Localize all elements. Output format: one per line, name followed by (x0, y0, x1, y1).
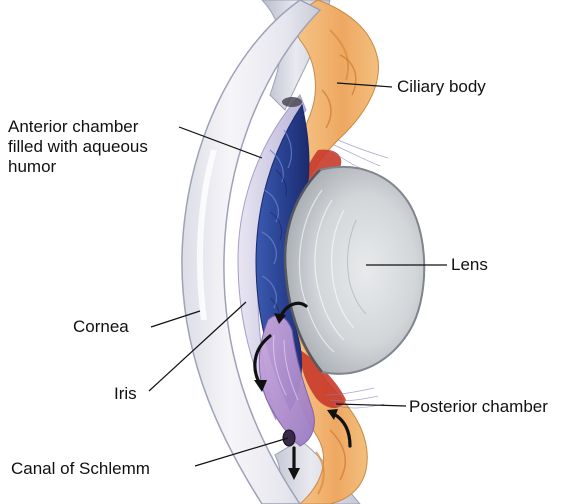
label-anterior-chamber: Anterior chamber filled with aqueous hum… (8, 117, 188, 177)
upper-canal-spot (282, 97, 302, 107)
label-anterior-chamber-line-1: Anterior chamber (8, 117, 188, 137)
label-iris: Iris (114, 384, 137, 404)
label-anterior-chamber-line-3: humor (8, 157, 188, 177)
label-posterior-chamber: Posterior chamber (409, 397, 548, 417)
lens (285, 167, 424, 374)
canal-of-schlemm (283, 430, 295, 446)
label-anterior-chamber-line-2: filled with aqueous (8, 137, 188, 157)
label-ciliary-body: Ciliary body (397, 77, 486, 97)
label-lens: Lens (451, 255, 488, 275)
label-cornea: Cornea (73, 317, 129, 337)
label-canal-of-schlemm: Canal of Schlemm (11, 459, 150, 479)
